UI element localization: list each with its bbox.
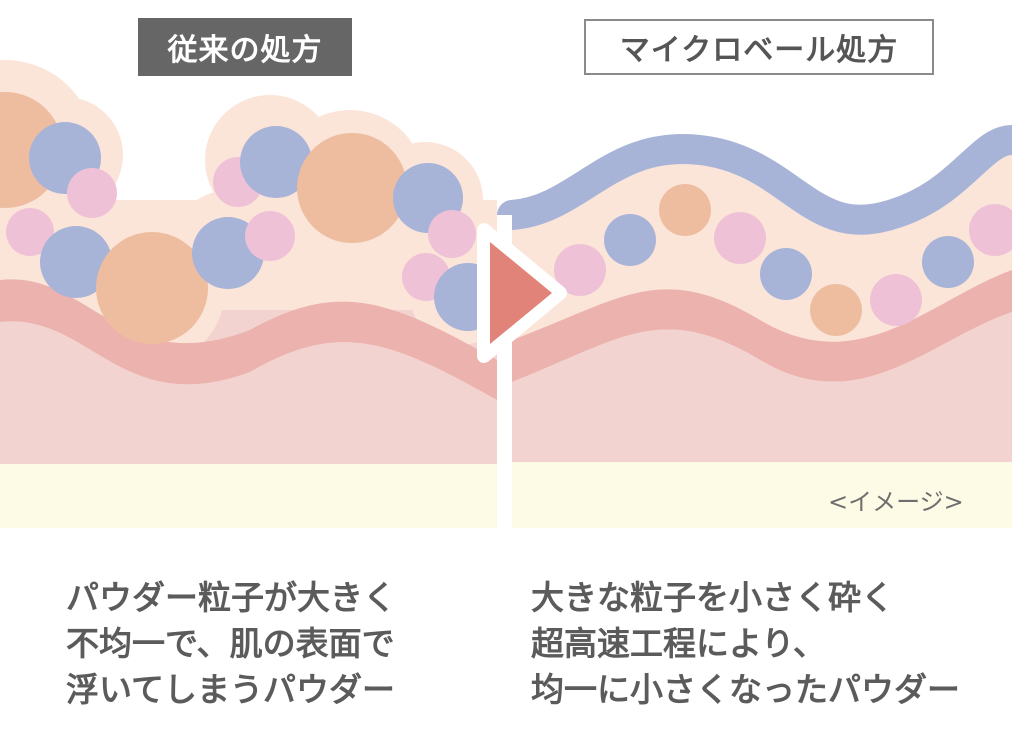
left-skin-wave <box>0 279 497 400</box>
caption-line: 大きな粒子を小さく砕く <box>531 578 894 617</box>
particle-pink <box>554 244 606 296</box>
particle-blue <box>604 214 656 266</box>
caption-line: 不均一で、肌の表面で <box>66 624 395 663</box>
right-particles <box>554 184 1012 336</box>
right-skin-wave <box>512 270 1012 382</box>
particle-pink <box>428 210 476 258</box>
particle-pink <box>714 212 766 264</box>
left-skin-fill <box>0 321 497 462</box>
microveil-formula-title: マイクロベール処方 <box>584 19 934 75</box>
caption-line: 超高速工程により、 <box>531 624 827 663</box>
particle-blue <box>240 126 312 198</box>
left-particles <box>0 92 502 344</box>
particle-orange <box>297 133 407 243</box>
particle-pink <box>6 208 54 256</box>
image-note: <イメージ> <box>828 488 964 516</box>
particle-orange <box>810 284 862 336</box>
right-skin-fill <box>512 312 1012 462</box>
particle-orange <box>659 184 711 236</box>
caption-line: 均一に小さくなったパウダー <box>531 670 960 709</box>
particle-pink <box>969 204 1012 256</box>
left-cream-band <box>0 462 497 528</box>
right-caption: 大きな粒子を小さく砕く 超高速工程により、 均一に小さくなったパウダー <box>531 575 960 713</box>
caption-line: 浮いてしまうパウダー <box>66 670 396 709</box>
caption-line: パウダー粒子が大きく <box>66 578 396 617</box>
left-panel <box>0 60 510 528</box>
particle-orange <box>96 232 208 344</box>
particle-pink <box>67 168 117 218</box>
particle-pink <box>870 274 922 326</box>
particle-pink <box>245 211 295 261</box>
skin-diagram <box>0 60 1012 528</box>
conventional-formula-title: 従来の処方 <box>138 18 352 76</box>
particle-blue <box>40 226 112 298</box>
left-caption: パウダー粒子が大きく 不均一で、肌の表面で 浮いてしまうパウダー <box>66 575 396 713</box>
particle-blue <box>922 236 974 288</box>
right-panel <box>497 125 1012 528</box>
right-veil-band <box>497 125 1012 235</box>
play-triangle-icon <box>477 223 567 363</box>
particle-blue <box>760 248 812 300</box>
right-cream-band <box>512 462 1012 528</box>
